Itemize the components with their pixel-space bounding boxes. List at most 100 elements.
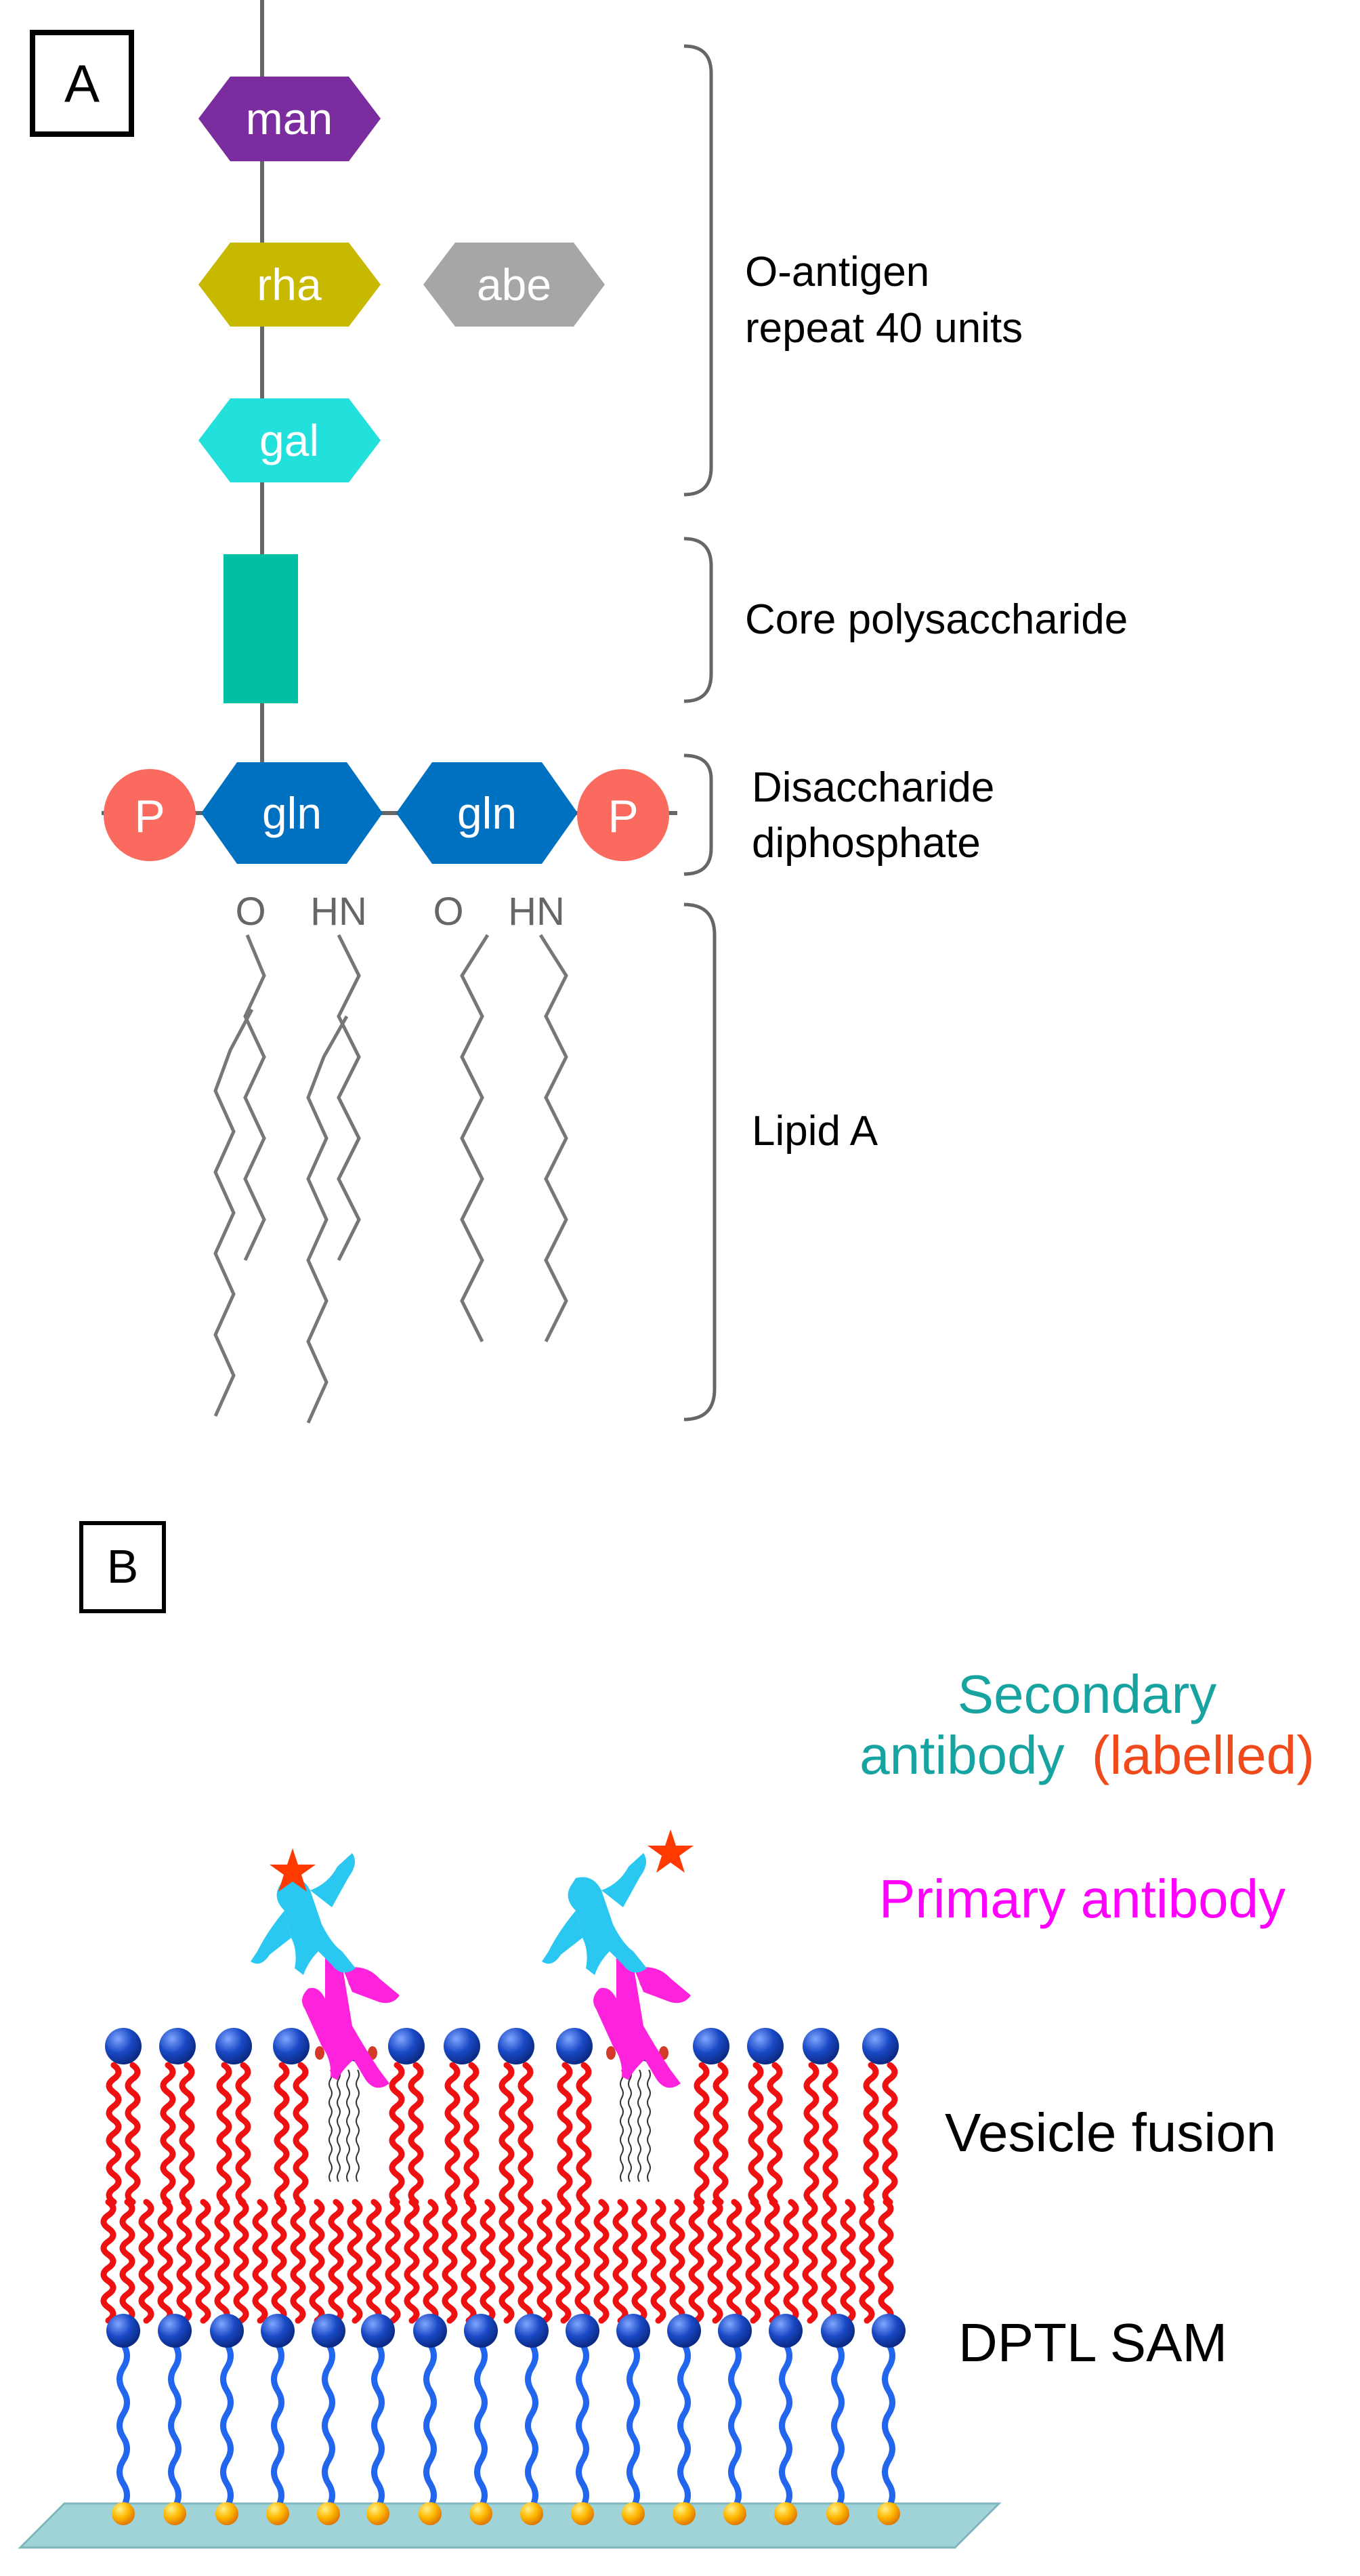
lipid-tail bbox=[498, 2199, 515, 2324]
gln-right-hexagon bbox=[396, 762, 578, 864]
sam-headgroup bbox=[515, 2314, 549, 2348]
sam-headgroup bbox=[718, 2314, 752, 2348]
label-star bbox=[647, 1829, 694, 1873]
secondary-antibody bbox=[542, 1853, 647, 1975]
phosphate-left: P bbox=[104, 769, 196, 861]
thiol-anchor bbox=[571, 2502, 594, 2525]
sam-headgroup bbox=[312, 2314, 345, 2348]
lipid-tail bbox=[271, 2199, 287, 2324]
panel-b-label: B bbox=[107, 1540, 139, 1593]
sam-tether bbox=[882, 2341, 895, 2510]
lipid-tail bbox=[669, 2199, 685, 2324]
thiol-anchor bbox=[419, 2502, 442, 2525]
lipid-tail bbox=[157, 2199, 173, 2324]
core-polysaccharide-block bbox=[224, 554, 298, 703]
lps-phosphate bbox=[606, 2046, 616, 2060]
man-hexagon bbox=[198, 77, 381, 161]
secondary-antibody bbox=[251, 1853, 356, 1975]
lipid-tail bbox=[536, 2199, 553, 2324]
sugar-man: man bbox=[198, 77, 381, 161]
sam-tether bbox=[831, 2341, 845, 2510]
lipid-headgroup bbox=[747, 2028, 784, 2064]
sam-headgroup bbox=[566, 2314, 599, 2348]
lipid-tail bbox=[764, 2199, 780, 2324]
bracket-disaccharide bbox=[683, 753, 713, 876]
antibody-complex-right bbox=[542, 1829, 694, 2088]
sam-tether bbox=[728, 2341, 742, 2510]
bracket-core bbox=[683, 537, 713, 703]
lps-acyl-chain bbox=[328, 2069, 333, 2182]
lipid-tail bbox=[555, 2199, 572, 2324]
lipid-tail bbox=[517, 2199, 534, 2324]
sam-tether bbox=[423, 2341, 437, 2510]
lipid-tail bbox=[293, 2062, 309, 2205]
sam-tethers bbox=[116, 2341, 895, 2510]
sam-tether bbox=[474, 2341, 488, 2510]
lipid-headgroup bbox=[105, 2028, 142, 2064]
lipid-tail bbox=[576, 2062, 592, 2205]
lipid-headgroup bbox=[444, 2028, 480, 2064]
sugar-gal: gal bbox=[198, 398, 381, 482]
thiol-anchor bbox=[317, 2502, 340, 2525]
lipid-tail bbox=[176, 2199, 192, 2324]
lipid-headgroup bbox=[159, 2028, 196, 2064]
sam-headgroup bbox=[413, 2314, 447, 2348]
sugar-rha: rha bbox=[198, 243, 381, 327]
acyl-chain bbox=[538, 934, 568, 1343]
lipid-tail bbox=[214, 2199, 230, 2324]
lipid-tail bbox=[290, 2199, 306, 2324]
bilayer-tails bbox=[100, 2062, 898, 2324]
sam-headgroup bbox=[210, 2314, 244, 2348]
label-dptl-sam: DPTL SAM bbox=[958, 2312, 1227, 2373]
atom-hn-left: HN bbox=[310, 890, 367, 934]
primary-antibody bbox=[302, 1950, 400, 2088]
sugar-gln-right-label: gln bbox=[457, 788, 517, 838]
lipid-tail bbox=[726, 2199, 742, 2324]
lipid-tail bbox=[235, 2062, 251, 2205]
atom-o-left: O bbox=[235, 890, 265, 934]
primary-antibody bbox=[593, 1950, 691, 2088]
lipid-tail bbox=[745, 2199, 761, 2324]
upper-headgroups bbox=[105, 2028, 899, 2064]
thiol-anchor bbox=[112, 2502, 135, 2525]
lipid-tail bbox=[713, 2062, 729, 2205]
label-lipid-a: Lipid A bbox=[752, 1108, 878, 1155]
rha-hexagon bbox=[198, 243, 381, 327]
thiol-anchor bbox=[673, 2502, 696, 2525]
phosphate-right: P bbox=[577, 769, 669, 861]
lipid-tail bbox=[385, 2199, 401, 2324]
label-secondary-line2: antibody (labelled) bbox=[859, 1725, 1315, 1785]
sam-tether bbox=[271, 2341, 284, 2510]
lipid-tail bbox=[463, 2062, 480, 2205]
lipid-tail bbox=[882, 2062, 898, 2205]
sugar-abe: abe bbox=[423, 243, 605, 327]
label-star bbox=[270, 1848, 316, 1892]
panel-a-label: A bbox=[64, 54, 100, 113]
lipid-tail bbox=[389, 2062, 405, 2205]
antibody-complex-left bbox=[251, 1848, 400, 2088]
lipid-headgroup bbox=[556, 2028, 593, 2064]
panel-b: B bbox=[18, 1521, 1315, 2549]
lipid-tail bbox=[859, 2199, 875, 2324]
lipid-tail bbox=[748, 2062, 764, 2205]
lipid-tail bbox=[707, 2199, 723, 2324]
sugar-man-label: man bbox=[246, 94, 333, 144]
phosphate-right-label: P bbox=[608, 791, 638, 842]
thiol-anchor bbox=[215, 2502, 238, 2525]
lps-acyl-chain bbox=[337, 2069, 341, 2182]
lipid-headgroup bbox=[273, 2028, 310, 2064]
lipid-headgroup bbox=[498, 2028, 534, 2064]
label-o-antigen-line2: repeat 40 units bbox=[745, 305, 1023, 352]
atom-hn-right: HN bbox=[508, 890, 565, 934]
abe-hexagon bbox=[423, 243, 605, 327]
sam-headgroup bbox=[821, 2314, 855, 2348]
sam-headgroup bbox=[616, 2314, 650, 2348]
sam-tether bbox=[626, 2341, 640, 2510]
lipid-tail bbox=[233, 2199, 249, 2324]
lipid-tail bbox=[444, 2062, 461, 2205]
lipid-headgroup bbox=[693, 2028, 729, 2064]
label-labelled: (labelled) bbox=[1092, 1725, 1315, 1785]
lps-phosphate bbox=[315, 2046, 324, 2060]
lipid-tail bbox=[821, 2199, 837, 2324]
lps-acyl-chain bbox=[356, 2069, 360, 2182]
